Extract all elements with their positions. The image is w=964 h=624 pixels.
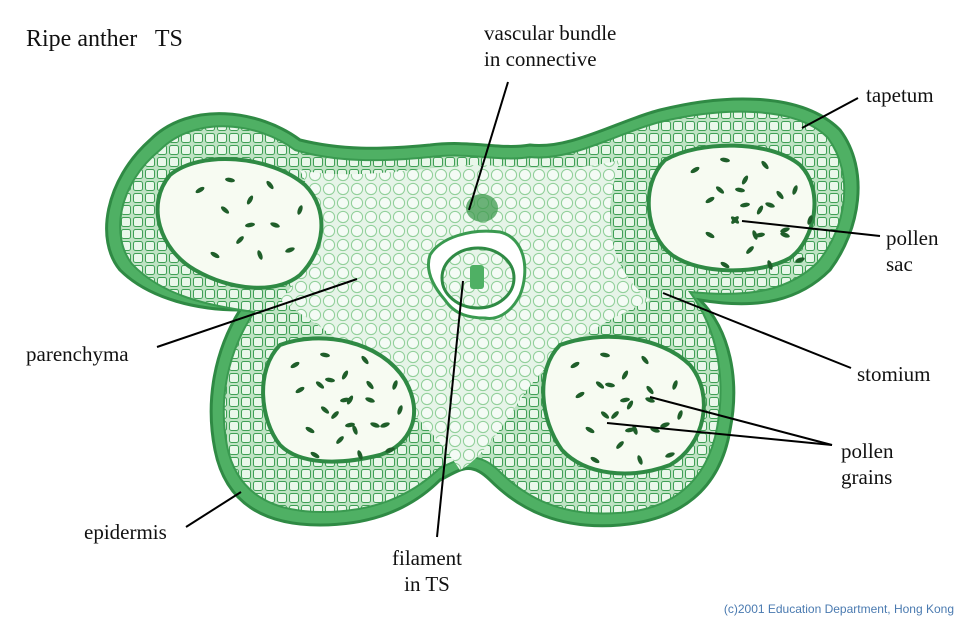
vascular-bundle [466,194,498,222]
pollen-sac-lower-right [541,334,706,476]
copyright-notice: (c)2001 Education Department, Hong Kong [723,602,954,616]
page-title: Ripe anther TS [26,26,183,52]
label-parenchyma: parenchyma [26,342,129,366]
label-tapetum: tapetum [866,83,934,107]
label-vascular-bundle: vascular bundle in connective [484,21,617,71]
label-epidermis: epidermis [84,520,167,544]
leader-lines [156,81,881,538]
label-stomium: stomium [857,362,931,386]
label-filament: filament in TS [392,546,462,596]
pollen-sac-lower-left [261,336,416,464]
pollen-grains [195,156,814,466]
pollen-sac-upper-right [646,143,817,273]
label-pollen-grains: pollen grains [841,439,894,489]
label-pollen-sac: pollen sac [886,226,939,276]
